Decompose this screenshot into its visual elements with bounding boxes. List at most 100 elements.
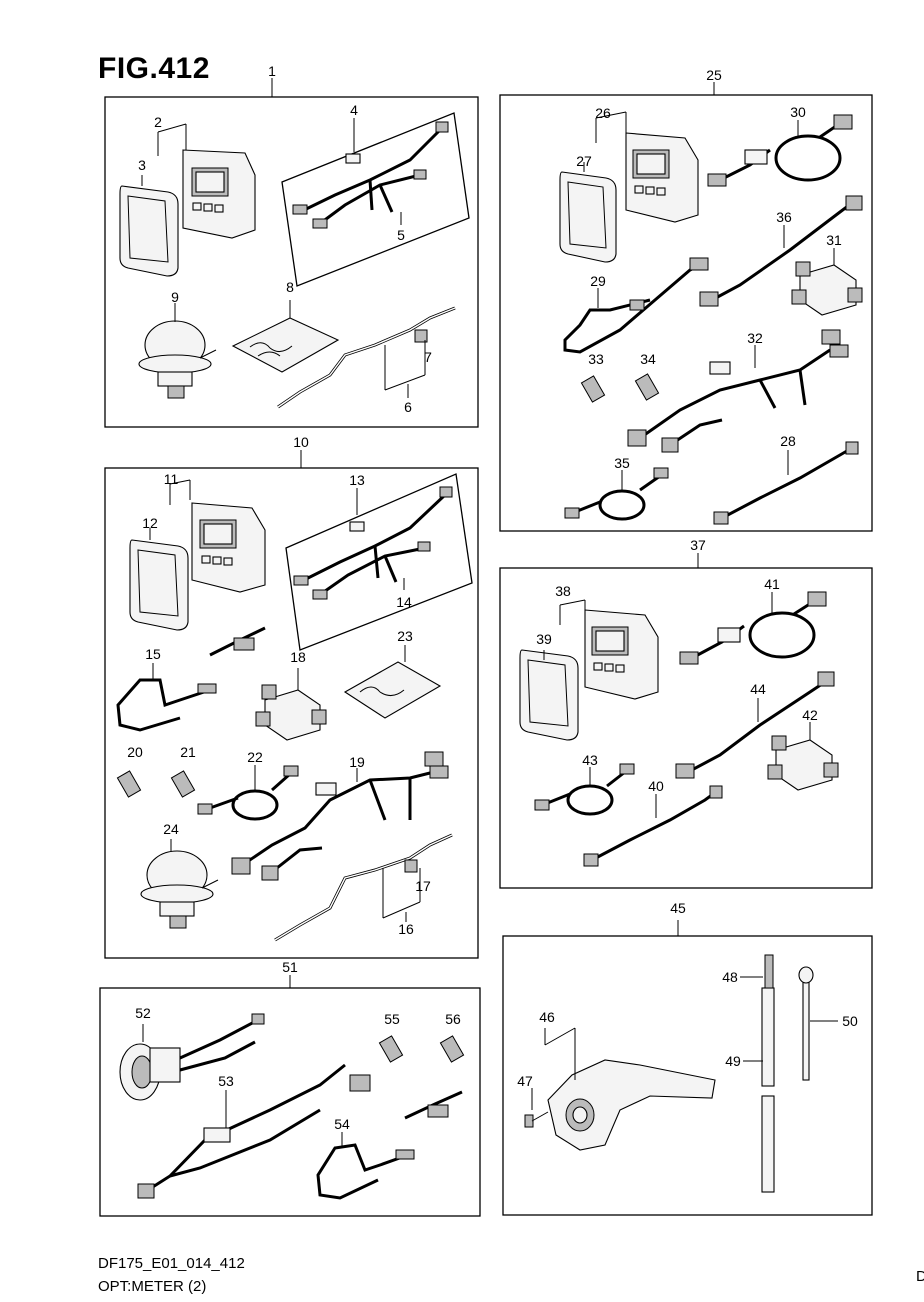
callout-53: 53 bbox=[218, 1073, 234, 1089]
harness-13-frame bbox=[285, 473, 473, 651]
harness-4 bbox=[292, 121, 449, 229]
harness-4-frame bbox=[281, 112, 470, 287]
callout-29: 29 bbox=[590, 273, 606, 289]
harness-19 bbox=[231, 751, 449, 881]
callout-9: 9 bbox=[171, 289, 179, 305]
group-37: 37 38 39 41 bbox=[499, 537, 873, 889]
terminator-34 bbox=[634, 373, 660, 401]
callout-56: 56 bbox=[445, 1011, 461, 1027]
callout-14: 14 bbox=[396, 594, 412, 610]
callout-55: 55 bbox=[384, 1011, 400, 1027]
tee-31 bbox=[791, 261, 863, 316]
cable-22 bbox=[197, 765, 299, 821]
sender-24 bbox=[140, 850, 219, 929]
tee-42 bbox=[767, 735, 839, 791]
group-1-frame bbox=[104, 96, 479, 428]
group-10-frame bbox=[104, 467, 479, 959]
gauge-unit-11 bbox=[191, 502, 266, 593]
cover-39 bbox=[519, 649, 579, 741]
cable-35 bbox=[564, 467, 669, 521]
corner-mark: D bbox=[916, 1268, 924, 1285]
callout-43: 43 bbox=[582, 752, 598, 768]
callout-17: 17 bbox=[415, 878, 431, 894]
cable-43 bbox=[534, 763, 635, 816]
callout-31: 31 bbox=[826, 232, 842, 248]
sensor-52 bbox=[119, 1013, 265, 1101]
callout-20: 20 bbox=[127, 744, 143, 760]
callout-32: 32 bbox=[747, 330, 763, 346]
callout-39: 39 bbox=[536, 631, 552, 647]
callout-35: 35 bbox=[614, 455, 630, 471]
callout-46: 46 bbox=[539, 1009, 555, 1025]
terminator-56 bbox=[439, 1035, 465, 1063]
callout-21: 21 bbox=[180, 744, 196, 760]
callout-49: 49 bbox=[725, 1053, 741, 1069]
cable-41 bbox=[679, 591, 827, 665]
cable-28 bbox=[713, 441, 859, 525]
terminator-21 bbox=[170, 770, 196, 798]
callout-16: 16 bbox=[398, 921, 414, 937]
cable-30 bbox=[707, 114, 853, 187]
callout-18: 18 bbox=[290, 649, 306, 665]
callout-6: 6 bbox=[404, 399, 412, 415]
callout-22: 22 bbox=[247, 749, 263, 765]
group-1: 1 2 3 4 bbox=[104, 63, 479, 428]
gauge-unit-38 bbox=[584, 609, 659, 700]
callout-7: 7 bbox=[424, 349, 432, 365]
callout-2: 2 bbox=[154, 114, 162, 130]
callout-47: 47 bbox=[517, 1073, 533, 1089]
callout-24: 24 bbox=[163, 821, 179, 837]
callout-1: 1 bbox=[268, 63, 276, 79]
group-51: 51 52 53 54 55 5 bbox=[99, 959, 481, 1217]
callout-13: 13 bbox=[349, 472, 365, 488]
callout-30: 30 bbox=[790, 104, 806, 120]
callout-40: 40 bbox=[648, 778, 664, 794]
group-37-frame bbox=[499, 567, 873, 889]
cable-36 bbox=[699, 195, 863, 307]
cable-6 bbox=[277, 306, 456, 409]
callout-19: 19 bbox=[349, 754, 365, 770]
callout-3: 3 bbox=[138, 157, 146, 173]
cover-3 bbox=[119, 185, 179, 277]
callout-8: 8 bbox=[286, 279, 294, 295]
cap-33 bbox=[580, 375, 606, 403]
group-45-frame bbox=[502, 935, 873, 1216]
figure-code: DF175_E01_014_412 bbox=[98, 1255, 245, 1272]
callout-12: 12 bbox=[142, 515, 158, 531]
callout-4: 4 bbox=[350, 102, 358, 118]
harness-13 bbox=[293, 486, 453, 600]
callout-25: 25 bbox=[706, 67, 722, 83]
group-25: 25 26 27 30 bbox=[499, 67, 873, 532]
callout-33: 33 bbox=[588, 351, 604, 367]
sender-9 bbox=[138, 320, 217, 399]
callout-28: 28 bbox=[780, 433, 796, 449]
callout-34: 34 bbox=[640, 351, 656, 367]
gauge-unit-26 bbox=[625, 132, 699, 223]
callout-37: 37 bbox=[690, 537, 706, 553]
callout-48: 48 bbox=[722, 969, 738, 985]
callout-26: 26 bbox=[595, 105, 611, 121]
cap-55 bbox=[378, 1035, 404, 1063]
callout-54: 54 bbox=[334, 1116, 350, 1132]
callout-27: 27 bbox=[576, 153, 592, 169]
harness-53 bbox=[137, 1063, 371, 1199]
callout-38: 38 bbox=[555, 583, 571, 599]
cable-54 bbox=[316, 1090, 463, 1200]
callout-45: 45 bbox=[670, 900, 686, 916]
screw-47 bbox=[524, 1111, 549, 1128]
cable-44 bbox=[675, 671, 835, 779]
group-51-frame bbox=[99, 987, 481, 1217]
cable-29 bbox=[563, 257, 709, 354]
group-25-frame bbox=[499, 94, 873, 532]
cable-15 bbox=[116, 626, 266, 732]
tie-50 bbox=[798, 966, 814, 1081]
callout-41: 41 bbox=[764, 576, 780, 592]
cover-12 bbox=[129, 539, 189, 631]
callout-50: 50 bbox=[842, 1013, 858, 1029]
callout-44: 44 bbox=[750, 681, 766, 697]
cable-40 bbox=[583, 785, 723, 867]
callout-42: 42 bbox=[802, 707, 818, 723]
callout-10: 10 bbox=[293, 434, 309, 450]
rod-49 bbox=[761, 954, 775, 1193]
